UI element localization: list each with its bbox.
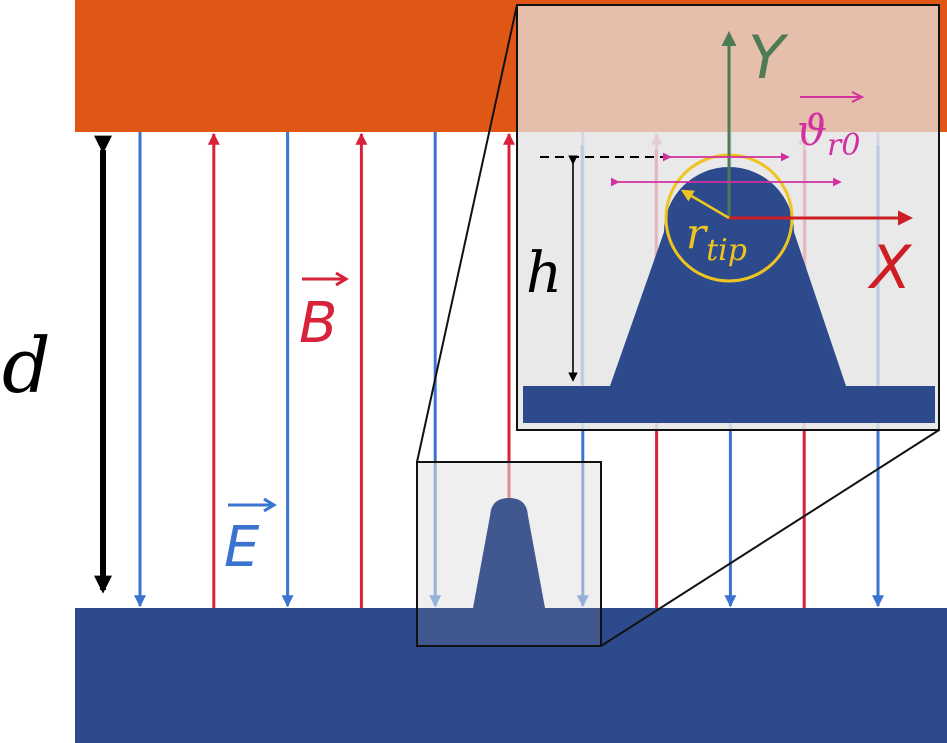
x-axis-label: X xyxy=(867,233,913,303)
tip-shape-small xyxy=(473,498,545,608)
zoom-source-box xyxy=(416,461,602,647)
e-field-symbol: E xyxy=(224,515,260,580)
radius-label: rtip xyxy=(686,209,747,268)
radius-arrow xyxy=(680,189,730,220)
velocity-label: ϑr0 xyxy=(797,106,860,163)
height-label: h xyxy=(526,241,562,306)
separation-label: d xyxy=(2,321,51,410)
b-field-label: B xyxy=(299,271,349,356)
y-axis-label: Y xyxy=(748,23,789,93)
zoom-connector-top xyxy=(416,4,518,463)
e-field-label: E xyxy=(224,497,277,580)
b-field-symbol: B xyxy=(299,291,337,356)
zoom-connector-bottom xyxy=(600,429,940,647)
zoom-inset-panel: h Y X rtip ϑr0 xyxy=(516,4,940,431)
tip-shape-large xyxy=(523,167,935,423)
